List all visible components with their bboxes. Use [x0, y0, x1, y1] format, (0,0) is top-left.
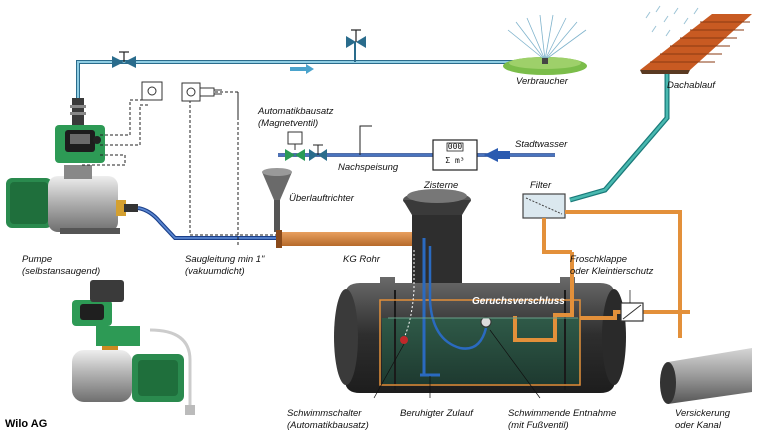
- pump-photo: [72, 280, 195, 415]
- label-dachablauf: Dachablauf: [667, 80, 716, 91]
- filter-box: [522, 193, 566, 219]
- label-automatikbausatz: Automatikbausatz: [258, 106, 334, 117]
- supply-line: [76, 42, 520, 98]
- label-ueberlauftrichter: Überlauftrichter: [289, 193, 354, 204]
- label-nachspeisung: Nachspeisung: [338, 162, 399, 173]
- label-fussventil: (mit Fußventil): [508, 420, 569, 431]
- label-filter: Filter: [530, 180, 552, 191]
- label-schwimmschalter: Schwimmschalter: [287, 408, 362, 419]
- sprinkler-icon: [503, 14, 587, 75]
- pump-icon: [6, 165, 138, 234]
- label-schwimmende-entnahme: Schwimmende Entnahme: [508, 408, 617, 419]
- credit-wilo: Wilo AG: [5, 418, 48, 430]
- leader-lines: [373, 290, 631, 399]
- label-stadtwasser: Stadtwasser: [515, 139, 568, 150]
- power-socket-icon: [181, 82, 201, 102]
- label-saugleitung: Saugleitung min 1": [185, 254, 265, 265]
- power-socket-icon: [141, 81, 163, 101]
- odor-trap: [513, 252, 574, 342]
- label-geruchsverschluss: Geruchsverschluss: [472, 296, 565, 307]
- pump-controller: [55, 98, 105, 163]
- filter-drop-pipe: [542, 218, 572, 254]
- label-automatikbausatz-2: (Automatikbausatz): [287, 420, 369, 431]
- label-vakuumdicht: (vakuumdicht): [185, 266, 245, 277]
- valve-icon: [112, 51, 136, 68]
- roof-icon: [640, 5, 752, 74]
- meter-unit: Σ m³: [445, 156, 465, 165]
- label-pumpe: Pumpe: [22, 254, 53, 265]
- meter-counter: 000: [447, 142, 463, 151]
- downpipe: [569, 74, 670, 203]
- water-meter-icon: [432, 139, 478, 171]
- overflow-funnel-icon: [262, 168, 292, 232]
- label-zisterne: Zisterne: [424, 180, 459, 191]
- solenoid-valve-icon: [285, 131, 305, 161]
- refill-line: [278, 125, 555, 162]
- float-switch: [400, 250, 415, 344]
- kg-pipe: [276, 230, 424, 248]
- plug-icon: [199, 87, 222, 97]
- label-magnetventil: (Magnetventil): [258, 118, 319, 129]
- valve-icon: [346, 29, 366, 48]
- overflow-drain-line: [565, 210, 690, 338]
- cistern-tank: [334, 189, 626, 393]
- label-versickerung: Versickerung: [675, 408, 731, 419]
- calm-inlet-pipe: [420, 238, 440, 377]
- frog-flap-icon: [620, 302, 644, 322]
- control-wires: [80, 80, 290, 245]
- floating-intake: [428, 246, 492, 350]
- label-verbraucher: Verbraucher: [516, 76, 568, 87]
- label-kleintierschutz: oder Kleintierschutz: [570, 266, 654, 277]
- label-selbstansaugend: (selbstansaugend): [22, 266, 101, 277]
- label-kanal: oder Kanal: [675, 420, 721, 431]
- valve-icon: [309, 144, 327, 161]
- label-kg-rohr: KG Rohr: [343, 254, 380, 265]
- label-froschklappe: Froschklappe: [570, 254, 628, 265]
- label-beruhigter-zulauf: Beruhigter Zulauf: [400, 408, 473, 419]
- sewer-pipe: [660, 348, 752, 404]
